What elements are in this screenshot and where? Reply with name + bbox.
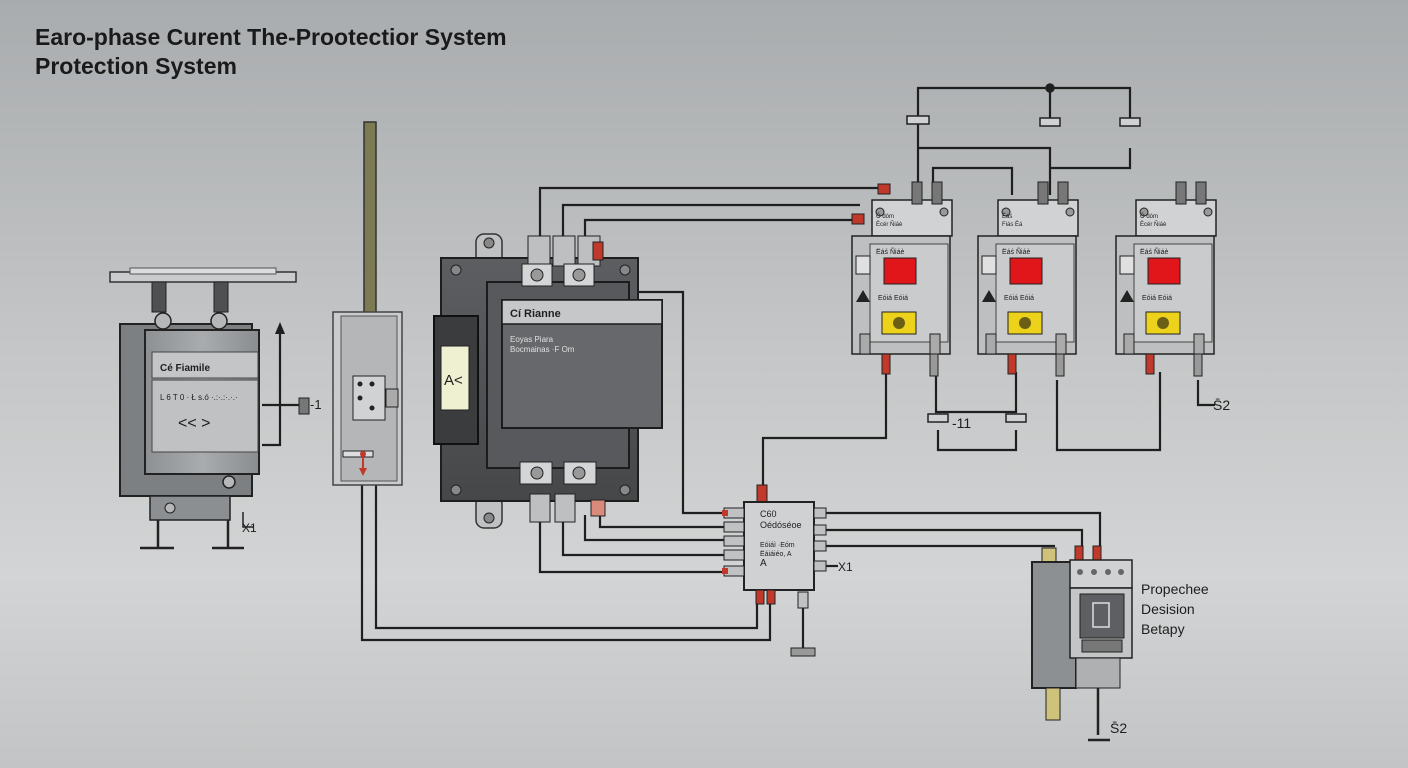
relay-line3: Ëáś Ñiáè (1002, 247, 1031, 256)
meter-header: Cé Fiamile (160, 363, 210, 374)
contactor-line2: Bocmainas ·F Om (510, 345, 575, 354)
diagram-subtitle: Protection System (35, 53, 237, 79)
relay-line1: Ëáś (1002, 213, 1012, 220)
relay-line3: Ëáś Ñiáè (876, 247, 905, 256)
relay-tag: S̄2 (1213, 397, 1230, 413)
arrow-up-icon (275, 322, 285, 334)
relay-line4: Eóiá Eóiá (878, 295, 908, 302)
energy-meter: Cé Fiamile L 6 T 0 · Ł s.ó ·.:·.:·.·.· <… (109, 267, 322, 550)
busbar-caps (906, 83, 1141, 127)
isolator-switch (332, 121, 403, 486)
tb-tag-right: X1 (838, 560, 853, 574)
relay-line3: Ëáś Ñiáè (1140, 247, 1169, 256)
relay-line1: Ó dóm (1140, 213, 1158, 220)
meter-tag-right: -1 (310, 397, 322, 412)
tb-line5: A (760, 558, 767, 569)
capacitor: -11 (927, 413, 1027, 431)
capacitor-tag: -11 (952, 415, 971, 431)
relay-line2: Ëcér Ñiáè (876, 221, 903, 228)
tb-line3: Eóiáì ·Eóm (760, 542, 795, 549)
contactor-header: Cí Rianne (510, 308, 561, 320)
contactor: A< Cí Rianne Eoyas Piara Bocmainas ·F Om (433, 233, 663, 529)
device-caption-1: Propechee (1141, 581, 1209, 597)
relay-line4: Eóiá Eóiá (1142, 295, 1172, 302)
contactor-line1: Eoyas Piara (510, 335, 554, 344)
tb-line4: Ëáiáiéo, A (760, 550, 792, 558)
coil-label: A< (444, 372, 463, 389)
output-tag: S̄2 (1110, 720, 1127, 736)
meter-tag-bottom: X1 (242, 521, 257, 535)
meter-display: << > (178, 415, 210, 432)
meter-line: L 6 T 0 · Ł s.ó ·.:·.:·.·.· (160, 393, 238, 402)
output-device: Propechee Desision Betapy S̄2 (1031, 545, 1209, 742)
tb-line2: Oédóséoe (760, 520, 802, 530)
relay-line2: Ëcér Ñiáè (1140, 221, 1167, 228)
relay-line1: Ó dóm (876, 213, 894, 220)
wires (262, 86, 1215, 650)
diagram-title: Earo-phase Curent The-Prootectior System (35, 24, 507, 50)
device-caption-3: Betapy (1141, 621, 1185, 637)
terminal-block: C60 Oédóséoe Eóiáì ·Eóm Ëáiáiéo, A A X1 (722, 484, 853, 657)
relay-line2: Fiás Ëá (1002, 221, 1023, 228)
relay-line4: Eóiá Eóiá (1004, 295, 1034, 302)
device-caption-2: Desision (1141, 601, 1195, 617)
tb-line1: C60 (760, 509, 777, 519)
relay-inputs (851, 183, 891, 225)
